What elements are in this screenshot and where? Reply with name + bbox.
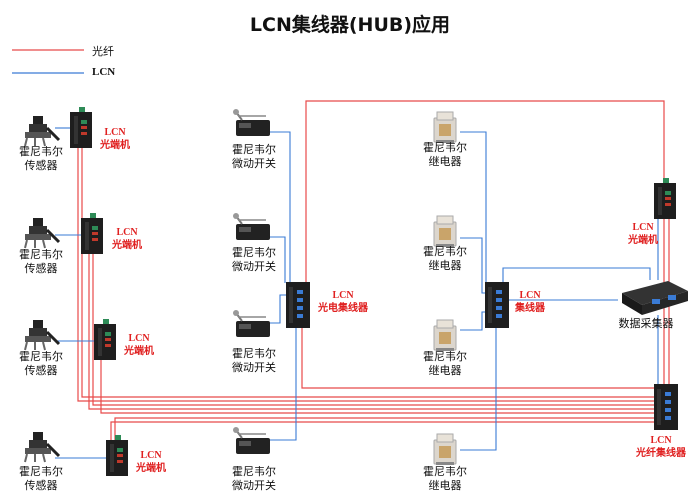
microswitch-label: 霍尼韦尔 微动开关	[232, 143, 276, 170]
lcn-wire	[270, 320, 297, 441]
opto-hub-icon	[286, 282, 310, 328]
relay-icon	[433, 433, 457, 466]
lcn-wire	[460, 311, 487, 331]
relay-icon	[433, 319, 457, 352]
relay-label: 霍尼韦尔 继电器	[423, 350, 467, 377]
fiber-wires	[77, 100, 670, 448]
microswitch-label: 霍尼韦尔 微动开关	[232, 465, 276, 492]
microswitch-icon	[232, 212, 271, 241]
fiber-wire	[110, 421, 665, 448]
fiber-wire	[88, 240, 665, 410]
media-converter-icon	[81, 213, 103, 254]
sensor-icon	[23, 430, 61, 464]
sensor-icon	[23, 114, 61, 148]
sensor-label: 霍尼韦尔 传感器	[19, 145, 63, 172]
relay-label: 霍尼韦尔 继电器	[423, 245, 467, 272]
relay-label: 霍尼韦尔 继电器	[423, 141, 467, 168]
collector-label: 数据采集器	[618, 317, 674, 330]
fiber-wire	[305, 100, 665, 283]
microswitch-label: 霍尼韦尔 微动开关	[232, 347, 276, 374]
sensor-icon	[23, 216, 61, 250]
lcn-wire	[270, 294, 287, 324]
sensor-label: 霍尼韦尔 传感器	[19, 350, 63, 377]
microswitch-icon	[232, 108, 271, 137]
microswitch-icon	[232, 309, 271, 338]
lcn-wire	[460, 320, 497, 451]
microswitch-icon	[232, 426, 271, 455]
sensor-icon	[23, 318, 61, 352]
fiber-hub-icon	[654, 384, 678, 430]
sensor-label: 霍尼韦尔 传感器	[19, 465, 63, 492]
lcn-wire	[270, 236, 286, 283]
data-collector-icon	[622, 281, 688, 315]
media-converter-icon	[94, 319, 116, 360]
lcn-wire	[270, 131, 291, 283]
lcn-wire	[460, 237, 487, 294]
relay-icon	[433, 215, 457, 248]
media-converter-icon	[106, 435, 128, 476]
fiber-wire	[301, 320, 665, 389]
legend-fiber-label: 光纤	[92, 45, 114, 58]
fiber-wire	[81, 145, 665, 398]
page-title: LCN集线器(HUB)应用	[249, 14, 451, 36]
relay-label: 霍尼韦尔 继电器	[423, 465, 467, 492]
media-converter-icon	[654, 178, 676, 219]
lcn-wire	[502, 267, 651, 283]
microswitch-label: 霍尼韦尔 微动开关	[232, 246, 276, 273]
fiber-wire	[100, 345, 665, 414]
lcn-wires	[55, 127, 659, 459]
fiber-wire	[92, 240, 665, 406]
sensor-label: 霍尼韦尔 传感器	[19, 248, 63, 275]
lcn-wire	[460, 131, 487, 283]
legend-lcn-label: LCN	[92, 66, 116, 78]
relay-icon	[433, 111, 457, 144]
fiber-wire	[77, 145, 665, 402]
media-converter-icon	[70, 107, 92, 148]
hub-icon	[485, 282, 509, 328]
